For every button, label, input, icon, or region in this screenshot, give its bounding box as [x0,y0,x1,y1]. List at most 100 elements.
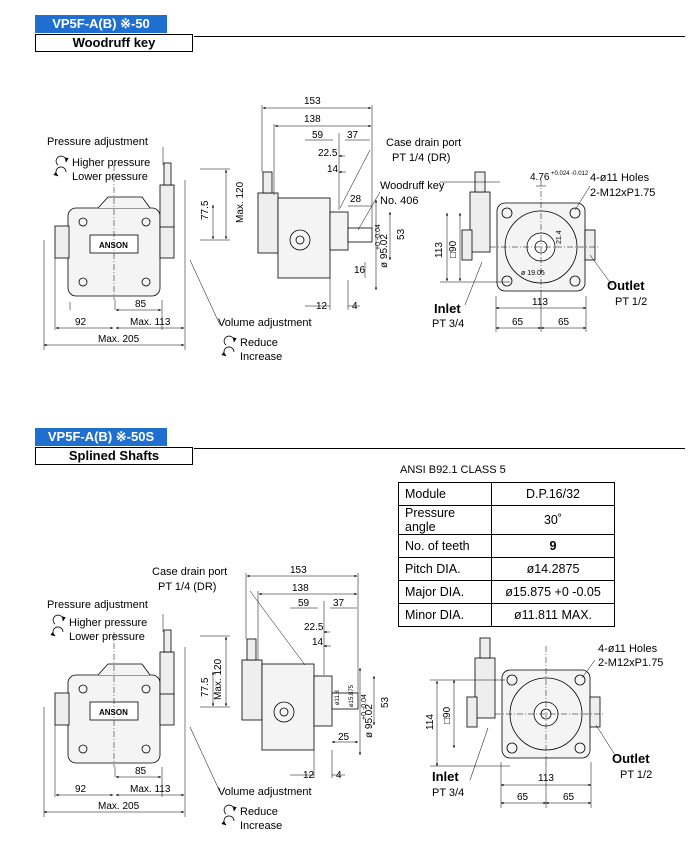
s2-front-view [430,637,616,808]
s1-key-tol: +0.024 -0.012 [551,171,589,177]
s2-brand: ANSON [99,708,128,717]
s1-volume-adjustment: Volume adjustment [218,317,312,329]
s2-dim-92: 92 [75,784,87,795]
s1-dim-shaft-tol: +0 -0.04 [375,224,382,250]
s1-rotate-cw-icon [55,155,69,166]
s1-inlet: Inlet [434,301,461,316]
s1-dim-92: 92 [75,317,87,328]
spline-value: ø15.875 +0 -0.05 [491,580,615,604]
spline-key: Pitch DIA. [398,557,492,581]
s1-rotate-ccw-icon [53,166,67,177]
s2-increase-icon [221,815,235,826]
s1-dim-16: 16 [354,265,366,276]
s1-lower-pressure: Lower pressure [72,171,148,183]
s2-rotate-cw-icon [52,614,66,625]
s2-higher-pressure: Higher pressure [69,617,147,629]
s2-dim-max113: Max. 113 [130,784,171,795]
s1-woodruff: Woodruff key [380,180,445,192]
s2-dim-11-8: ø11.8 [335,689,341,705]
s1-reduce-icon [223,335,237,346]
s2-holes: 4-ø11 Holes [598,643,658,655]
s1-dim-19-05: ø 19.05 [521,270,545,277]
s2-case-drain: Case drain port [152,566,227,578]
s1-dim-113v: 113 [434,242,445,258]
s2-dim-37: 37 [333,598,345,609]
spline-key: Pressure angle [398,505,492,535]
spline-key: Minor DIA. [398,603,492,627]
s2-dim-153: 153 [290,565,307,576]
spline-table-caption: ANSI B92.1 CLASS 5 [400,464,506,476]
s1-front-view [440,171,613,332]
s2-outlet-size: PT 1/2 [620,769,652,781]
s2-dim-53: 53 [380,696,391,708]
s1-dim-37: 37 [347,130,359,141]
section2-title: VP5F-A(B) ※-50S [35,428,167,446]
s2-dim-85: 85 [135,766,147,777]
s2-threads: 2-M12xP1.75 [598,657,663,669]
s2-reduce-icon [223,804,237,815]
s2-dim-shaft-tol: +0 -0.04 [361,694,368,720]
s1-side-view [257,105,392,310]
section1-subtitle: Woodruff key [35,34,193,52]
section1-title: VP5F-A(B) ※-50 [35,15,167,33]
s2-volume-adjustment: Volume adjustment [218,786,312,798]
s2-dim-138: 138 [292,583,309,594]
s2-dim-sq90: □90 [442,706,453,724]
spline-key: Module [398,482,492,506]
s2-pressure-adjustment: Pressure adjustment [47,599,148,611]
s1-increase-icon [221,346,235,357]
s1-dim-65a: 65 [512,317,524,328]
s2-inlet: Inlet [432,769,459,784]
spline-value: ø14.2875 [491,557,615,581]
s2-dim-65b: 65 [563,792,575,803]
s2-dim-113h: 113 [538,773,554,784]
s1-threads: 2-M12xP1.75 [590,187,655,199]
s2-dim-12: 12 [303,770,315,781]
s1-dim-85: 85 [135,299,147,310]
s2-lower-pressure: Lower pressure [69,631,145,643]
s1-dim-max113: Max. 113 [130,317,171,328]
s1-dim-14: 14 [327,164,339,175]
s1-dim-12: 12 [316,301,328,312]
s2-dim-25: 25 [338,732,350,743]
s2-outlet: Outlet [612,751,650,766]
s1-dim-113h: 113 [532,297,548,308]
s2-case-drain-size: PT 1/4 (DR) [158,581,216,593]
s1-higher-pressure: Higher pressure [72,157,150,169]
s1-case-drain: Case drain port [386,137,461,149]
table-row: Major DIA.ø15.875 +0 -0.05 [398,580,615,604]
s2-side-view [241,573,376,778]
s2-left-view [43,614,230,817]
s2-dim-shaft: ø 95.02 [364,704,375,738]
s1-dim-59: 59 [312,130,324,141]
spline-key: Major DIA. [398,580,492,604]
s1-dim-shaft: ø 95.02 [379,234,390,268]
s1-holes: 4-ø11 Holes [590,172,650,184]
s2-reduce: Reduce [240,806,278,818]
s1-inlet-size: PT 3/4 [432,318,464,330]
section1-rule [194,36,685,37]
s1-key-width: 4.76 [530,172,550,183]
s1-woodruff-no: No. 406 [380,195,419,207]
s2-dim-77-5: 77.5 [200,677,211,697]
s1-reduce: Reduce [240,337,278,349]
s1-dim-21-4: 21.4 [556,230,563,244]
s2-dim-59: 59 [298,598,310,609]
s1-dim-138: 138 [304,114,321,125]
s1-dim-max205: Max. 205 [98,334,140,345]
s2-dim-max205: Max. 205 [98,801,140,812]
s2-dim-4: 4 [336,770,342,781]
s1-outlet-size: PT 1/2 [615,296,647,308]
s1-dim-sq90: □90 [448,240,459,258]
s1-case-drain-size: PT 1/4 (DR) [392,152,450,164]
section2-subtitle: Splined Shafts [35,447,193,465]
s1-dim-65b: 65 [558,317,570,328]
s2-dim-65a: 65 [517,792,529,803]
s2-dim-15-875: ø15.875 [349,684,355,707]
s1-brand: ANSON [99,241,128,250]
s1-dim-22-5: 22.5 [318,148,338,159]
s2-inlet-size: PT 3/4 [432,787,464,799]
s1-dim-153: 153 [304,96,321,107]
